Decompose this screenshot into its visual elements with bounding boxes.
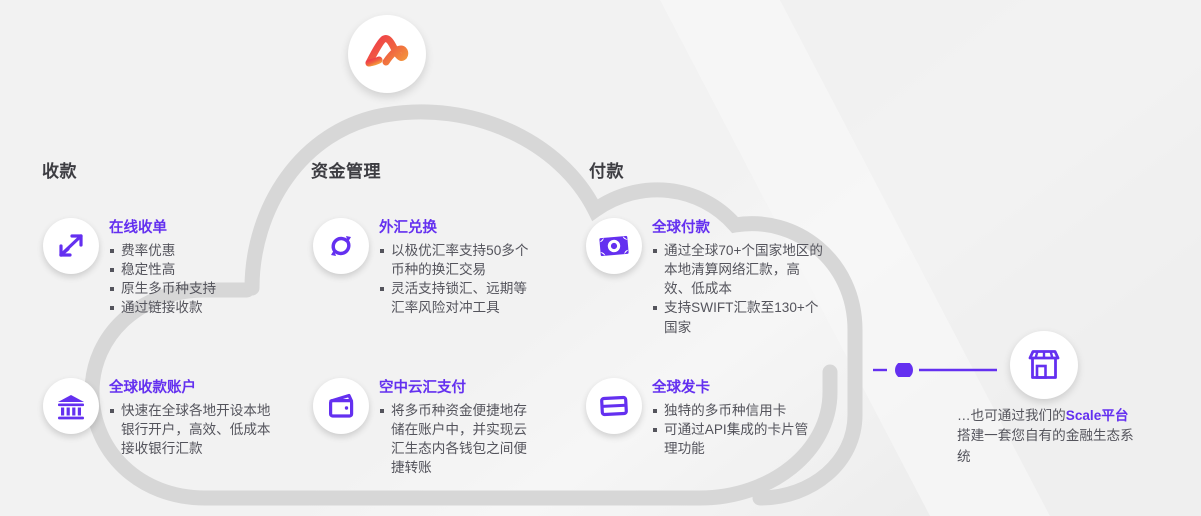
scale-platform-note: …也可通过我们的Scale平台搭建一套您自有的金融生态系统 — [957, 406, 1137, 467]
feature-bullets: 费率优惠 稳定性高 原生多币种支持 通过链接收款 — [109, 241, 216, 318]
list-item: 通过全球70+个国家地区的本地清算网络汇款，高效、低成本 — [652, 241, 824, 299]
feature-card-airwallex-pay[interactable]: 空中云汇支付 将多币种资金便捷地存储在账户中，并实现云汇生态内各钱包之间便捷转账 — [313, 378, 543, 478]
storefront-badge[interactable] — [1010, 331, 1078, 399]
note-lead: …也可通过我们的 — [957, 408, 1066, 423]
group-title-treasury: 资金管理 — [311, 162, 381, 181]
feature-card-online-acquiring[interactable]: 在线收单 费率优惠 稳定性高 原生多币种支持 通过链接收款 — [43, 218, 216, 318]
brand-logo — [348, 15, 426, 93]
feature-bullets: 以极优汇率支持50多个币种的换汇交易 灵活支持锁汇、远期等汇率风险对冲工具 — [379, 241, 529, 318]
note-brand-1: Scale — [1065, 408, 1102, 423]
feature-title: 外汇兑换 — [379, 220, 437, 236]
list-item: 独特的多币种信用卡 — [652, 401, 811, 420]
banknote-icon — [586, 218, 642, 274]
feature-bullets: 快速在全球各地开设本地银行开户，高效、低成本接收银行汇款 — [109, 401, 284, 459]
feature-card-fx-exchange[interactable]: 外汇兑换 以极优汇率支持50多个币种的换汇交易 灵活支持锁汇、远期等汇率风险对冲… — [313, 218, 533, 318]
list-item: 稳定性高 — [109, 260, 216, 279]
feature-title: 空中云汇支付 — [379, 380, 466, 396]
feature-title: 在线收单 — [109, 220, 167, 236]
feature-title: 全球发卡 — [652, 380, 710, 396]
storefront-icon — [1028, 350, 1060, 379]
list-item: 费率优惠 — [109, 241, 216, 260]
feature-title: 全球收款账户 — [109, 380, 196, 396]
feature-card-global-accounts[interactable]: 全球收款账户 快速在全球各地开设本地银行开户，高效、低成本接收银行汇款 — [43, 378, 288, 458]
connector-line — [873, 363, 997, 377]
feature-bullets: 通过全球70+个国家地区的本地清算网络汇款，高效、低成本 支持SWIFT汇款至1… — [652, 241, 824, 337]
list-item: 通过链接收款 — [109, 298, 216, 317]
credit-card-icon — [586, 378, 642, 434]
list-item: 以极优汇率支持50多个币种的换汇交易 — [379, 241, 529, 280]
feature-card-global-payout[interactable]: 全球付款 通过全球70+个国家地区的本地清算网络汇款，高效、低成本 支持SWIF… — [586, 218, 826, 337]
group-title-payout: 付款 — [589, 162, 624, 181]
list-item: 可通过API集成的卡片管理功能 — [652, 420, 811, 459]
feature-title: 全球付款 — [652, 220, 710, 236]
list-item: 支持SWIFT汇款至130+个国家 — [652, 298, 824, 337]
expand-arrows-icon — [43, 218, 99, 274]
list-item: 灵活支持锁汇、远期等汇率风险对冲工具 — [379, 279, 529, 318]
feature-bullets: 将多币种资金便捷地存储在账户中，并实现云汇生态内各钱包之间便捷转账 — [379, 401, 534, 478]
currency-exchange-icon — [313, 218, 369, 274]
wave-logo-icon — [365, 35, 409, 67]
list-item: 原生多币种支持 — [109, 279, 216, 298]
feature-card-card-issuing[interactable]: 全球发卡 独特的多币种信用卡 可通过API集成的卡片管理功能 — [586, 378, 811, 458]
list-item: 快速在全球各地开设本地银行开户，高效、低成本接收银行汇款 — [109, 401, 284, 459]
wallet-icon — [313, 378, 369, 434]
list-item: 将多币种资金便捷地存储在账户中，并实现云汇生态内各钱包之间便捷转账 — [379, 401, 534, 478]
feature-bullets: 独特的多币种信用卡 可通过API集成的卡片管理功能 — [652, 401, 811, 459]
bank-icon — [43, 378, 99, 434]
note-brand-2: 平台 — [1101, 408, 1129, 423]
group-title-receiving: 收款 — [42, 162, 77, 181]
note-tail: 搭建一套您自有的金融生态系统 — [957, 428, 1134, 464]
